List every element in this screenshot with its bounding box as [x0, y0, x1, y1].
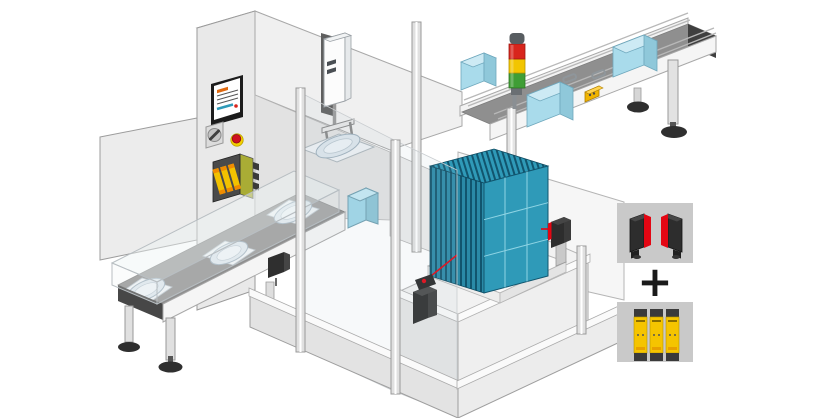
switch-knob — [209, 129, 220, 141]
hmi-status-bar — [216, 103, 234, 111]
relay-modules-on-machine — [212, 163, 241, 195]
product-callout-safety-relays[interactable] — [617, 302, 693, 362]
belt-sensor-yellow — [584, 85, 604, 103]
arm-stripe — [327, 67, 336, 75]
stack-sensor-right — [541, 217, 571, 267]
relay-box-tab — [253, 182, 259, 191]
callout-relay-module — [649, 309, 664, 361]
wafer-stack — [428, 148, 550, 294]
rail-bracket — [562, 73, 578, 84]
sensor-red-face — [644, 214, 651, 248]
overhead-conveyor — [459, 12, 718, 141]
machine-roof — [254, 10, 463, 151]
callout-sensor-left — [629, 213, 651, 259]
relay-box-tab — [253, 172, 259, 181]
hmi-header-bar — [217, 86, 228, 94]
tower-base — [511, 88, 522, 95]
arm-stripe — [327, 59, 336, 67]
rotary-switch[interactable] — [205, 121, 224, 149]
hmi-screen — [214, 78, 240, 120]
guard-glass-panels — [300, 92, 458, 417]
tray-at-station-inner — [323, 138, 353, 154]
guard-post-mid — [390, 139, 401, 395]
conveyor-side-sensor — [268, 252, 290, 286]
pick-and-place-arm — [321, 32, 355, 145]
guide-rail-wire — [467, 19, 691, 107]
gripper-finger — [348, 121, 354, 136]
hmi-text-line — [216, 89, 239, 97]
outfeed-leg — [158, 317, 183, 373]
guard-post-right — [576, 245, 587, 335]
stack-front-face — [483, 165, 549, 294]
guide-rail-wire — [463, 12, 689, 101]
hmi-alarm-dot — [234, 104, 238, 108]
hmi-text-line — [216, 97, 239, 105]
emergency-stop-button[interactable] — [230, 133, 244, 147]
hmi-text-line — [216, 93, 239, 101]
guard-post-left — [295, 87, 306, 353]
leveling-foot — [118, 342, 140, 352]
hmi-panel[interactable] — [211, 75, 243, 126]
placement-station — [300, 133, 376, 163]
stack-sensor-lower — [413, 254, 458, 324]
relay-box-tab — [253, 162, 259, 171]
conveyor-leg — [661, 59, 687, 138]
callout-relay-module — [665, 309, 680, 361]
blue-bin — [346, 187, 380, 229]
machine-safety-relay-box — [212, 153, 259, 203]
conveyor-transparent-cover — [110, 170, 341, 305]
conveyor-box-far — [611, 34, 659, 78]
leveling-foot — [158, 361, 183, 373]
rail-bracket — [591, 69, 607, 80]
sensor-red-face — [661, 214, 668, 248]
plus-sign: + — [637, 257, 672, 306]
conveyor-leg-short — [627, 87, 649, 113]
arm-body-side — [344, 32, 352, 102]
outfeed-leg-far — [118, 305, 140, 352]
relay-box-side — [239, 153, 254, 200]
gripper-bar — [321, 118, 355, 134]
conveyor-box-near — [525, 81, 575, 128]
outfeed-conveyor — [110, 170, 346, 373]
guard-fence — [248, 87, 624, 418]
leveling-foot — [627, 101, 649, 113]
sensor-lens — [421, 278, 427, 284]
conveyor-box-partial — [459, 52, 498, 91]
sensor-lens — [548, 222, 552, 241]
callout-sensor-right — [661, 213, 683, 259]
tower-pole — [512, 95, 517, 109]
outfeed-end-face — [118, 285, 163, 320]
arm-body-top — [322, 32, 353, 42]
tray-on-belt — [202, 240, 256, 266]
tower-cap — [509, 33, 525, 44]
leveling-foot — [661, 126, 687, 138]
callout-relay-module — [633, 309, 648, 361]
product-callout-sensor-pair[interactable] — [617, 203, 693, 263]
bin-rim — [346, 187, 380, 202]
